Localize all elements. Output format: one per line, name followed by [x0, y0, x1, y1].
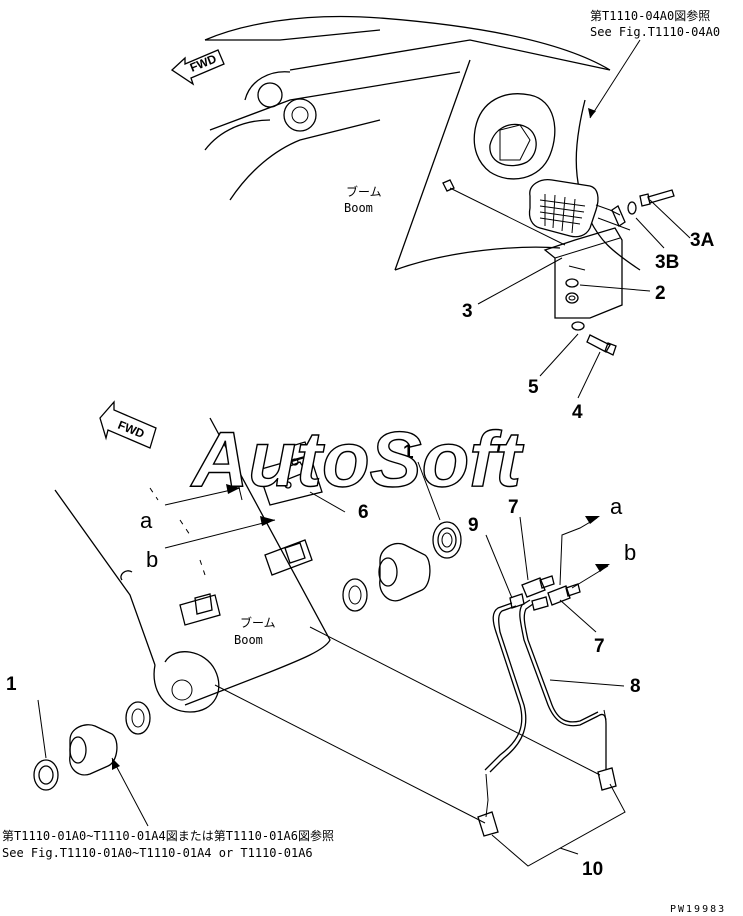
clip-part: [611, 205, 626, 227]
bottom-boom-outline: [54, 417, 331, 713]
bushing-lower: [69, 724, 118, 776]
bushing-center: [378, 542, 431, 602]
boom-label-jp-top: ブーム: [346, 184, 382, 199]
reference-top-en: See Fig.T1110-04A0: [590, 25, 720, 39]
fwd-label-bottom: FWD: [116, 418, 147, 441]
connection-a-right: a: [610, 494, 623, 519]
boom-label-jp-bottom: ブーム: [240, 615, 276, 630]
elbow-lower-right: [597, 767, 617, 791]
callout-10: 10: [582, 859, 603, 880]
seal-part1-top: [432, 521, 462, 559]
boom-label-en-top: Boom: [344, 201, 373, 215]
clamp-left: [179, 593, 221, 626]
washer-3b: [627, 201, 637, 215]
washer-part5: [571, 321, 585, 331]
seal-right-lower: [125, 701, 151, 735]
connection-b-left: b: [146, 547, 158, 572]
connection-a-left: a: [140, 508, 153, 533]
boom-label-en-bottom: Boom: [234, 633, 263, 647]
callout-8: 8: [630, 676, 641, 697]
callout-7-top: 7: [508, 497, 519, 518]
callout-7-bottom: 7: [594, 636, 605, 657]
adapter-7-bottom: [531, 583, 581, 611]
callout-3a: 3A: [690, 230, 715, 251]
bolt-3a: [639, 189, 675, 207]
fwd-label-top: FWD: [188, 51, 219, 74]
callout-3b: 3B: [655, 252, 679, 273]
reference-top-jp: 第T1110-04A0図参照: [590, 8, 710, 23]
callout-5: 5: [528, 377, 539, 398]
watermark: AutoSoft: [190, 415, 524, 503]
callout-1-top: 1: [403, 442, 414, 463]
connection-b-right: b: [624, 540, 636, 565]
seal-part1-left: [33, 759, 59, 791]
work-lamp: [528, 179, 631, 238]
callout-2: 2: [655, 283, 666, 304]
callout-9: 9: [468, 515, 479, 536]
callout-4: 4: [572, 402, 583, 423]
seal-center: [342, 578, 368, 612]
fwd-arrow-top: FWD: [170, 49, 225, 86]
reference-bottom-jp: 第T1110-01A0~T1110-01A4図または第T1110-01A6図参照: [2, 828, 334, 843]
grease-fittings-part6: [257, 441, 323, 506]
elbow-lower-left: [477, 811, 499, 837]
bracket-part2: [543, 227, 623, 319]
bolt-part4: [586, 334, 617, 356]
reference-bottom-en: See Fig.T1110-01A0~T1110-01A4 or T1110-0…: [2, 846, 313, 860]
hose-part9: [484, 602, 527, 773]
callout-3: 3: [462, 301, 473, 322]
reference-top-leader: [589, 39, 641, 119]
plug-part: [442, 179, 455, 192]
clamp-center: [264, 539, 313, 576]
callout-6: 6: [358, 502, 369, 523]
drawing-code: PW19983: [670, 904, 726, 915]
hose-part8: [519, 599, 607, 770]
fwd-arrow-bottom: FWD: [99, 400, 157, 449]
adapter-7-top: [509, 575, 555, 609]
callout-1-left: 1: [6, 674, 17, 695]
